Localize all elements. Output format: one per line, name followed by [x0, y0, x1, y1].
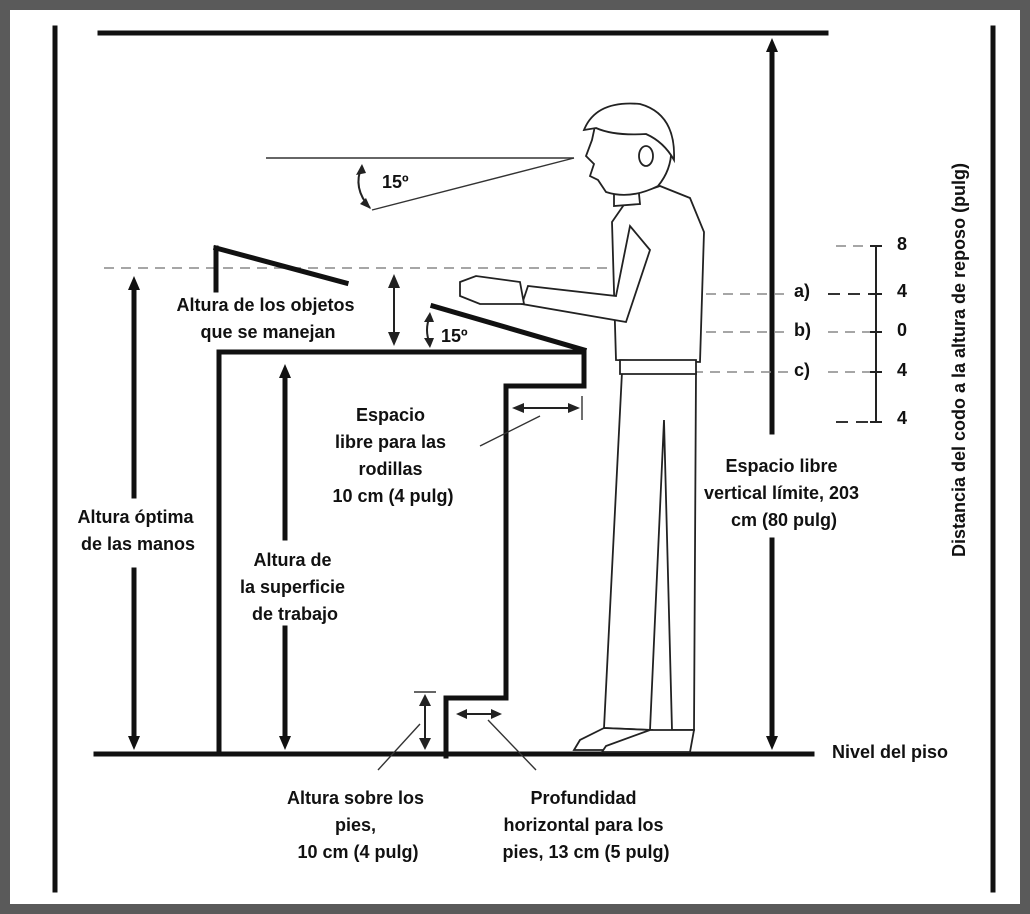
scale-tick-label: 8 — [897, 234, 907, 254]
foot-height-label: Altura sobre los pies, 10 cm (4 pulg) — [287, 788, 429, 862]
head-tilt-angle: 15º — [382, 172, 409, 192]
foot-depth-arrow — [456, 709, 537, 771]
scale-tick-label: 4 — [897, 408, 907, 428]
knee-space-arrow — [479, 396, 583, 447]
scale-tick-label: 4 — [897, 281, 907, 301]
standing-person-figure — [459, 102, 705, 753]
workbench — [216, 349, 587, 759]
elbow-option-b: b) — [794, 320, 811, 340]
vertical-clearance-label: Espacio libre vertical límite, 203 cm (8… — [704, 456, 864, 530]
surface-angle — [424, 312, 434, 348]
diagram-frame: 15º 15º Altura de los objetos que se man… — [10, 10, 1020, 904]
vertical-clearance-arrow — [766, 38, 778, 750]
surface-tilt-angle: 15º — [441, 326, 468, 346]
elbow-scale — [836, 245, 882, 423]
scale-tick-label: 4 — [897, 360, 907, 380]
elbow-option-a: a) — [794, 281, 810, 301]
foot-depth-label: Profundidad horizontal para los pies, 13… — [502, 788, 669, 862]
object-height-label: Altura de los objetos que se manejan — [176, 295, 359, 342]
scale-tick-label: 0 — [897, 320, 907, 340]
inclined-work-surface — [429, 302, 588, 354]
work-surface-height-label: Altura de la superficie de trabajo — [240, 550, 350, 624]
inclined-object-panel — [212, 244, 350, 293]
knee-space-label: Espacio libre para las rodillas 10 cm (4… — [332, 405, 453, 506]
sight-angle — [266, 157, 575, 211]
optimal-hand-height-arrow — [128, 276, 140, 750]
floor-level-label: Nivel del piso — [832, 742, 948, 762]
elbow-axis-title: Distancia del codo a la altura de reposo… — [949, 163, 969, 557]
object-height-arrow — [388, 274, 400, 346]
work-surface-height-arrow — [279, 364, 291, 750]
workstation-diagram: 15º 15º Altura de los objetos que se man… — [52, 25, 996, 893]
foot-height-arrow — [377, 691, 436, 771]
optimal-hand-height-label: Altura óptima de las manos — [77, 507, 198, 554]
elbow-option-c: c) — [794, 360, 810, 380]
